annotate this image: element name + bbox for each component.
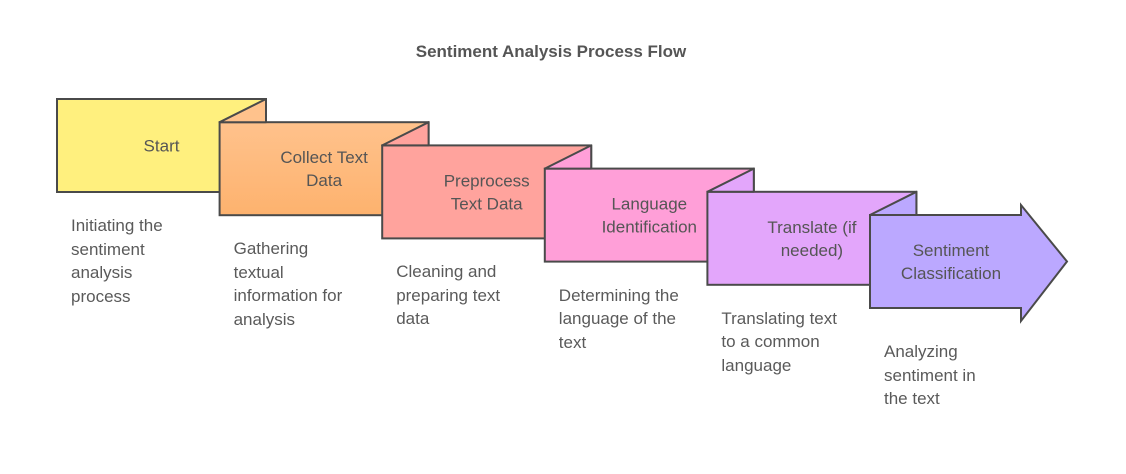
description-line: preparing text [396,285,501,305]
step-arrow [869,202,1069,324]
description-line: analysis [233,309,296,329]
description-line: analysis [71,263,133,282]
step-label: Text Data [451,194,523,213]
description-line: Gathering [233,239,309,259]
fold-flap [381,121,430,147]
description-line: textual [233,262,284,282]
description-line: Analyzing [884,342,958,361]
step-description: Gathering textual information for analysis [234,237,384,331]
step-description: Analyzing sentiment in the text [884,340,1034,411]
description-line: process [71,286,131,306]
description-line: Determining the [558,285,679,305]
fold-flap [543,144,593,170]
description-line: to a common [721,332,820,352]
description-line: language [721,355,792,375]
step-label: Start [144,137,180,156]
step-label: Preprocess [444,171,530,190]
description-line: the text [884,389,940,408]
description-line: information for [233,286,343,306]
description-line: sentiment [71,239,145,259]
description-line: Cleaning and [396,262,497,282]
step-label: Data [306,171,342,190]
description-line: data [396,309,430,329]
fold-flap [869,190,918,216]
step-description: Determining the language of the text [559,284,709,355]
description-line: Translating text [721,308,837,328]
diagram-title: Sentiment Analysis Process Flow [415,42,687,61]
description-line: text [558,332,587,352]
description-line: sentiment in [884,365,976,385]
step-label: Translate (if [767,218,856,237]
step-label: Collect Text [280,148,368,167]
fold-flap [218,98,267,124]
step-description: Cleaning and preparing text data [396,260,546,331]
description-line: language of the [558,309,677,329]
description-line: Initiating the [71,216,163,235]
step-description: Translating text to a common language [721,307,871,378]
step-description: Initiating the sentiment analysis process [71,214,221,308]
step-label: Identification [602,218,697,237]
step-label: needed) [781,241,843,260]
step-label: Classification [901,264,1001,283]
step-label: Sentiment [913,241,990,260]
fold-flap [706,167,755,193]
step-label: Language [611,195,687,214]
